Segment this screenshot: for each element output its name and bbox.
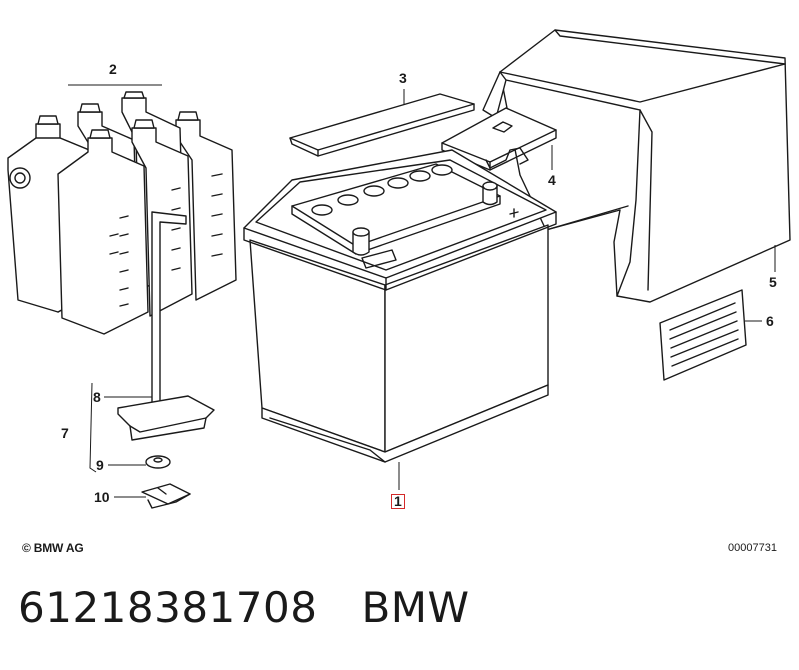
diagram-number: 00007731: [728, 542, 777, 554]
copyright-notice: © BMW AG: [22, 541, 84, 555]
callout-3: 3: [399, 70, 407, 86]
callout-2: 2: [109, 61, 117, 77]
callout-9: 9: [96, 457, 104, 473]
leader-lines: [68, 84, 776, 498]
parts-diagram: [7, 29, 791, 509]
callout-4: 4: [548, 172, 556, 188]
cover-strip-3: [289, 93, 475, 157]
callout-8: 8: [93, 389, 101, 405]
battery-1: [243, 149, 557, 463]
water-bottles-2: [7, 91, 237, 335]
callout-6: 6: [766, 313, 774, 329]
vent-grille-6: [659, 289, 747, 381]
callout-1-highlighted[interactable]: 1: [391, 494, 405, 509]
callout-10: 10: [94, 489, 110, 505]
terminal-cap-4: [441, 107, 557, 171]
part-number: 61218381708: [18, 583, 318, 632]
callout-7: 7: [61, 425, 69, 441]
brand-name: BMW: [361, 583, 470, 632]
part-caption: 61218381708 BMW: [18, 585, 470, 631]
hold-down-clamp: [117, 211, 215, 509]
callout-5: 5: [769, 274, 777, 290]
